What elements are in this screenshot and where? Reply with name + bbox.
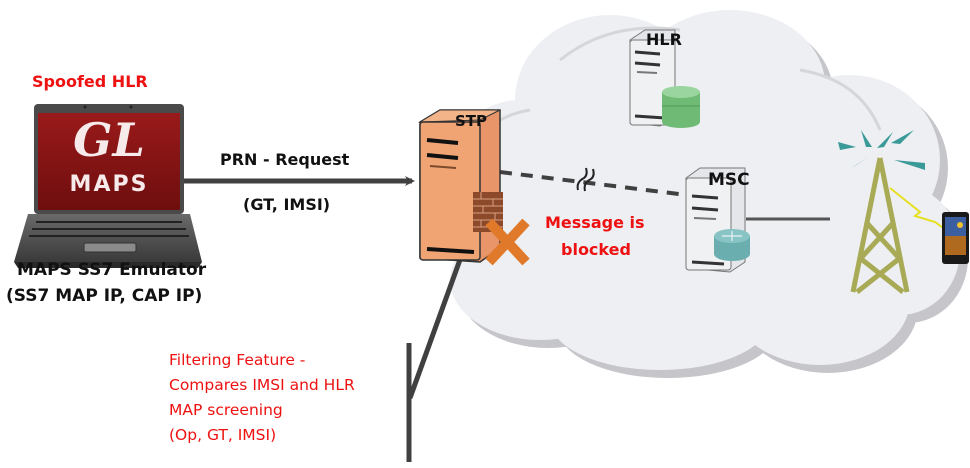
smartphone-icon xyxy=(942,212,969,264)
request-label: PRN - Request xyxy=(220,150,350,169)
filter-note-line: Filtering Feature - xyxy=(169,351,306,369)
laptop-icon xyxy=(14,104,202,268)
emulator-name: MAPS SS7 Emulator xyxy=(17,260,207,280)
blocked-label-line2: blocked xyxy=(561,240,631,259)
filter-note: Filtering Feature - Compares IMSI and HL… xyxy=(169,348,355,448)
gl-logo-text: GL xyxy=(73,113,145,167)
link-break-icon xyxy=(576,167,595,192)
database-icon xyxy=(662,86,700,128)
cell-tower-icon xyxy=(838,130,947,294)
filter-note-line: Compares IMSI and HLR xyxy=(169,376,355,394)
blocked-x-icon xyxy=(485,218,530,266)
filter-note-line: MAP screening xyxy=(169,401,283,419)
emulator-protocols: (SS7 MAP IP, CAP IP) xyxy=(6,286,203,306)
msc-label: MSC xyxy=(708,170,750,190)
router-icon xyxy=(714,229,750,261)
filter-note-line: (Op, GT, IMSI) xyxy=(169,426,277,444)
request-params: (GT, IMSI) xyxy=(243,195,331,214)
blocked-label-line1: Message is xyxy=(545,213,645,232)
stp-server-icon xyxy=(418,109,501,263)
stp-label: STP xyxy=(455,112,488,130)
hlr-label: HLR xyxy=(646,30,682,49)
maps-logo-text: MAPS xyxy=(69,172,149,197)
stp-msc-link xyxy=(499,167,696,198)
spoofed-hlr-label: Spoofed HLR xyxy=(32,72,148,91)
